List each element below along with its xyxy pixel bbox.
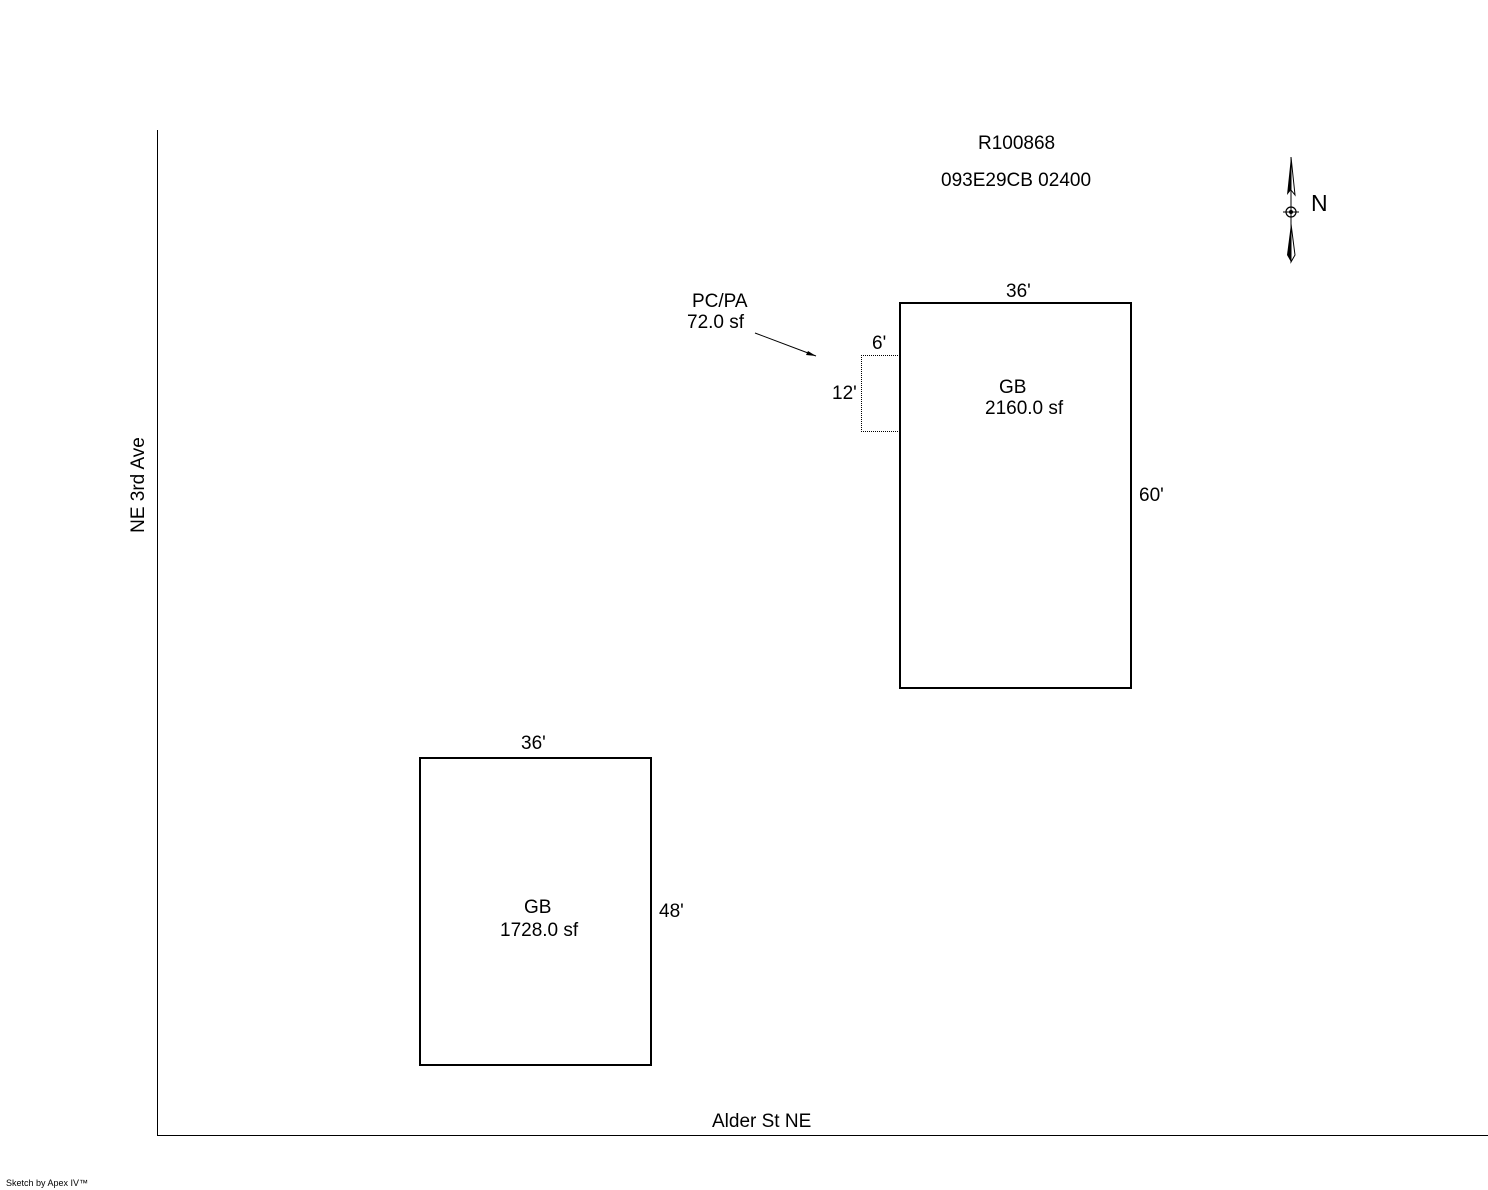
structure-2-depth-dimension: 48' — [659, 901, 684, 922]
porch-leader-line — [754, 332, 817, 357]
parcel-id: R100868 — [978, 133, 1056, 154]
porch-width-dimension: 6' — [872, 333, 887, 354]
sketch-credit: Sketch by Apex IV™ — [6, 1178, 89, 1188]
structure-2-code: GB — [524, 897, 552, 918]
structure-1-depth-dimension: 60' — [1139, 485, 1164, 506]
north-label: N — [1311, 190, 1328, 216]
street-label-west: NE 3rd Ave — [128, 437, 149, 533]
porch-outline — [861, 355, 900, 432]
map-tax-lot: 093E29CB 02400 — [941, 170, 1092, 191]
porch-code: PC/PA — [692, 291, 748, 312]
property-line-south — [157, 1135, 1488, 1136]
porch-area: 72.0 sf — [687, 312, 745, 333]
property-line-west — [157, 130, 158, 1136]
structure-1-width-dimension: 36' — [1006, 281, 1031, 302]
structure-outline-1 — [899, 302, 1132, 689]
street-label-south: Alder St NE — [712, 1111, 812, 1132]
structure-2-area: 1728.0 sf — [500, 920, 579, 941]
structure-1-code: GB — [999, 377, 1027, 398]
structure-2-width-dimension: 36' — [521, 733, 546, 754]
porch-depth-dimension: 12' — [832, 383, 857, 404]
structure-1-area: 2160.0 sf — [985, 398, 1064, 419]
structure-outline-2 — [419, 757, 652, 1066]
